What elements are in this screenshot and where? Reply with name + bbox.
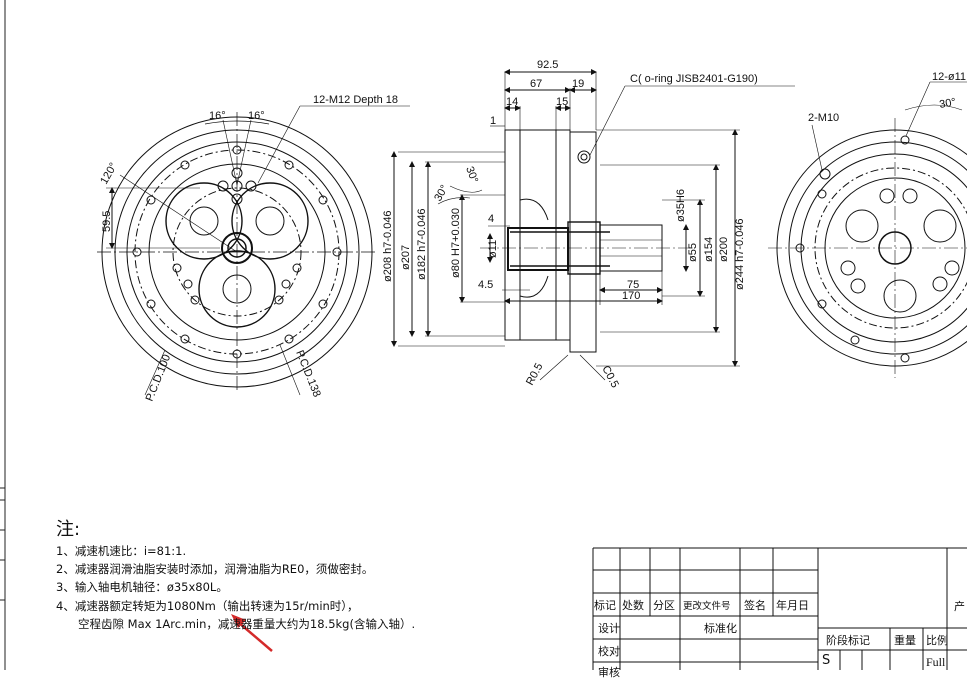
right-m10-label: 2-M10 <box>808 112 839 124</box>
dia-182-label: ø182 h7-0.046 <box>416 208 428 280</box>
tb-header-date: 年月日 <box>776 599 809 612</box>
dia-208-label: ø208 h7-0.046 <box>382 210 394 282</box>
tb-design: 设计 <box>598 622 620 635</box>
dim-15-label: 15 <box>556 96 568 108</box>
tb-product-partial: 产 <box>954 600 965 613</box>
tb-weight: 重量 <box>894 634 916 647</box>
angle-30-a-label: 30° <box>463 165 480 185</box>
note-item-1: 1、减速机速比：i=81:1. <box>56 544 187 558</box>
dim-19-label: 19 <box>572 78 584 90</box>
tb-review: 审核 <box>598 666 620 679</box>
right-holes-label: 12-ø11 <box>932 71 966 83</box>
angle-16-right-label: 16° <box>248 110 265 122</box>
tb-header-mark: 标记 <box>594 599 616 612</box>
angle-30-b-label: 30° <box>432 183 451 203</box>
right-angle-label: 30° <box>938 96 956 111</box>
tb-header-change-doc: 更改文件号 <box>683 601 731 612</box>
angle-16-left-label: 16° <box>209 110 226 122</box>
dim-92-5-label: 92.5 <box>537 59 558 71</box>
pcd-100-label: P.C.D.100 <box>144 353 174 403</box>
dia-200-label: ø200 <box>718 237 730 262</box>
tb-standardization: 标准化 <box>704 622 737 635</box>
radius-label: R0.5 <box>524 361 546 387</box>
tb-header-zone: 分区 <box>653 599 675 612</box>
tb-header-count: 处数 <box>622 599 644 612</box>
note-item-2: 2、减速器润滑油脂安装时添加，润滑油脂为RE0，须做密封。 <box>56 562 374 577</box>
dia-35-label: ø35H6 <box>675 189 687 222</box>
pcd-138-label: P.C.D.138 <box>293 349 323 399</box>
note-item-4: 4、减速器额定转矩为1080Nm（输出转速为15r/min时）， <box>56 598 359 613</box>
dim-170-label: 170 <box>622 290 640 302</box>
dia-154-label: ø154 <box>703 237 715 262</box>
chamfer-label: C0.5 <box>599 364 621 390</box>
notes-heading: 注: <box>56 519 81 540</box>
title-block <box>592 547 967 670</box>
red-arrow-annotation <box>231 614 273 652</box>
left-view <box>97 105 410 396</box>
dia-207-label: ø207 <box>400 245 412 270</box>
section-view <box>391 69 795 381</box>
dim-14-label: 14 <box>506 96 518 108</box>
dim-1-label: 1 <box>490 115 496 127</box>
tb-scale-value: Full <box>926 655 946 669</box>
tb-stage-value: S <box>822 653 831 668</box>
dim-4-5-label: 4.5 <box>478 279 493 291</box>
dia-11-label: ø11 <box>487 240 499 258</box>
dim-67-label: 67 <box>530 78 542 90</box>
dim-59-5-label: 59.5 <box>101 211 113 232</box>
dia-55-label: ø55 <box>687 243 699 262</box>
note-item-3: 3、输入轴电机轴径：ø35x80L。 <box>56 580 228 595</box>
tapped-holes-label: 12-M12 Depth 18 <box>313 94 398 106</box>
angle-120-label: 120° <box>98 161 120 187</box>
note-item-5: 空程齿隙 Max 1Arc.min，减速器重量大约为18.5kg(含输入轴）. <box>78 616 416 631</box>
dim-4-label: 4 <box>488 213 494 225</box>
dim-75-label: 75 <box>627 279 639 291</box>
tb-header-sign: 签名 <box>744 599 766 612</box>
tb-stage-mark: 阶段标记 <box>826 634 870 647</box>
right-view <box>768 81 967 378</box>
dia-80-label: ø80 H7+0.030 <box>450 208 462 278</box>
dia-244-label: ø244 h7-0.046 <box>734 218 746 290</box>
tb-check: 校对 <box>598 645 620 658</box>
oring-label: C( o-ring JISB2401-G190) <box>630 73 758 85</box>
tb-scale: 比例 <box>926 634 948 647</box>
notes-list: 1、减速机速比：i=81:1. 2、减速器润滑油脂安装时添加，润滑油脂为RE0，… <box>56 542 415 633</box>
